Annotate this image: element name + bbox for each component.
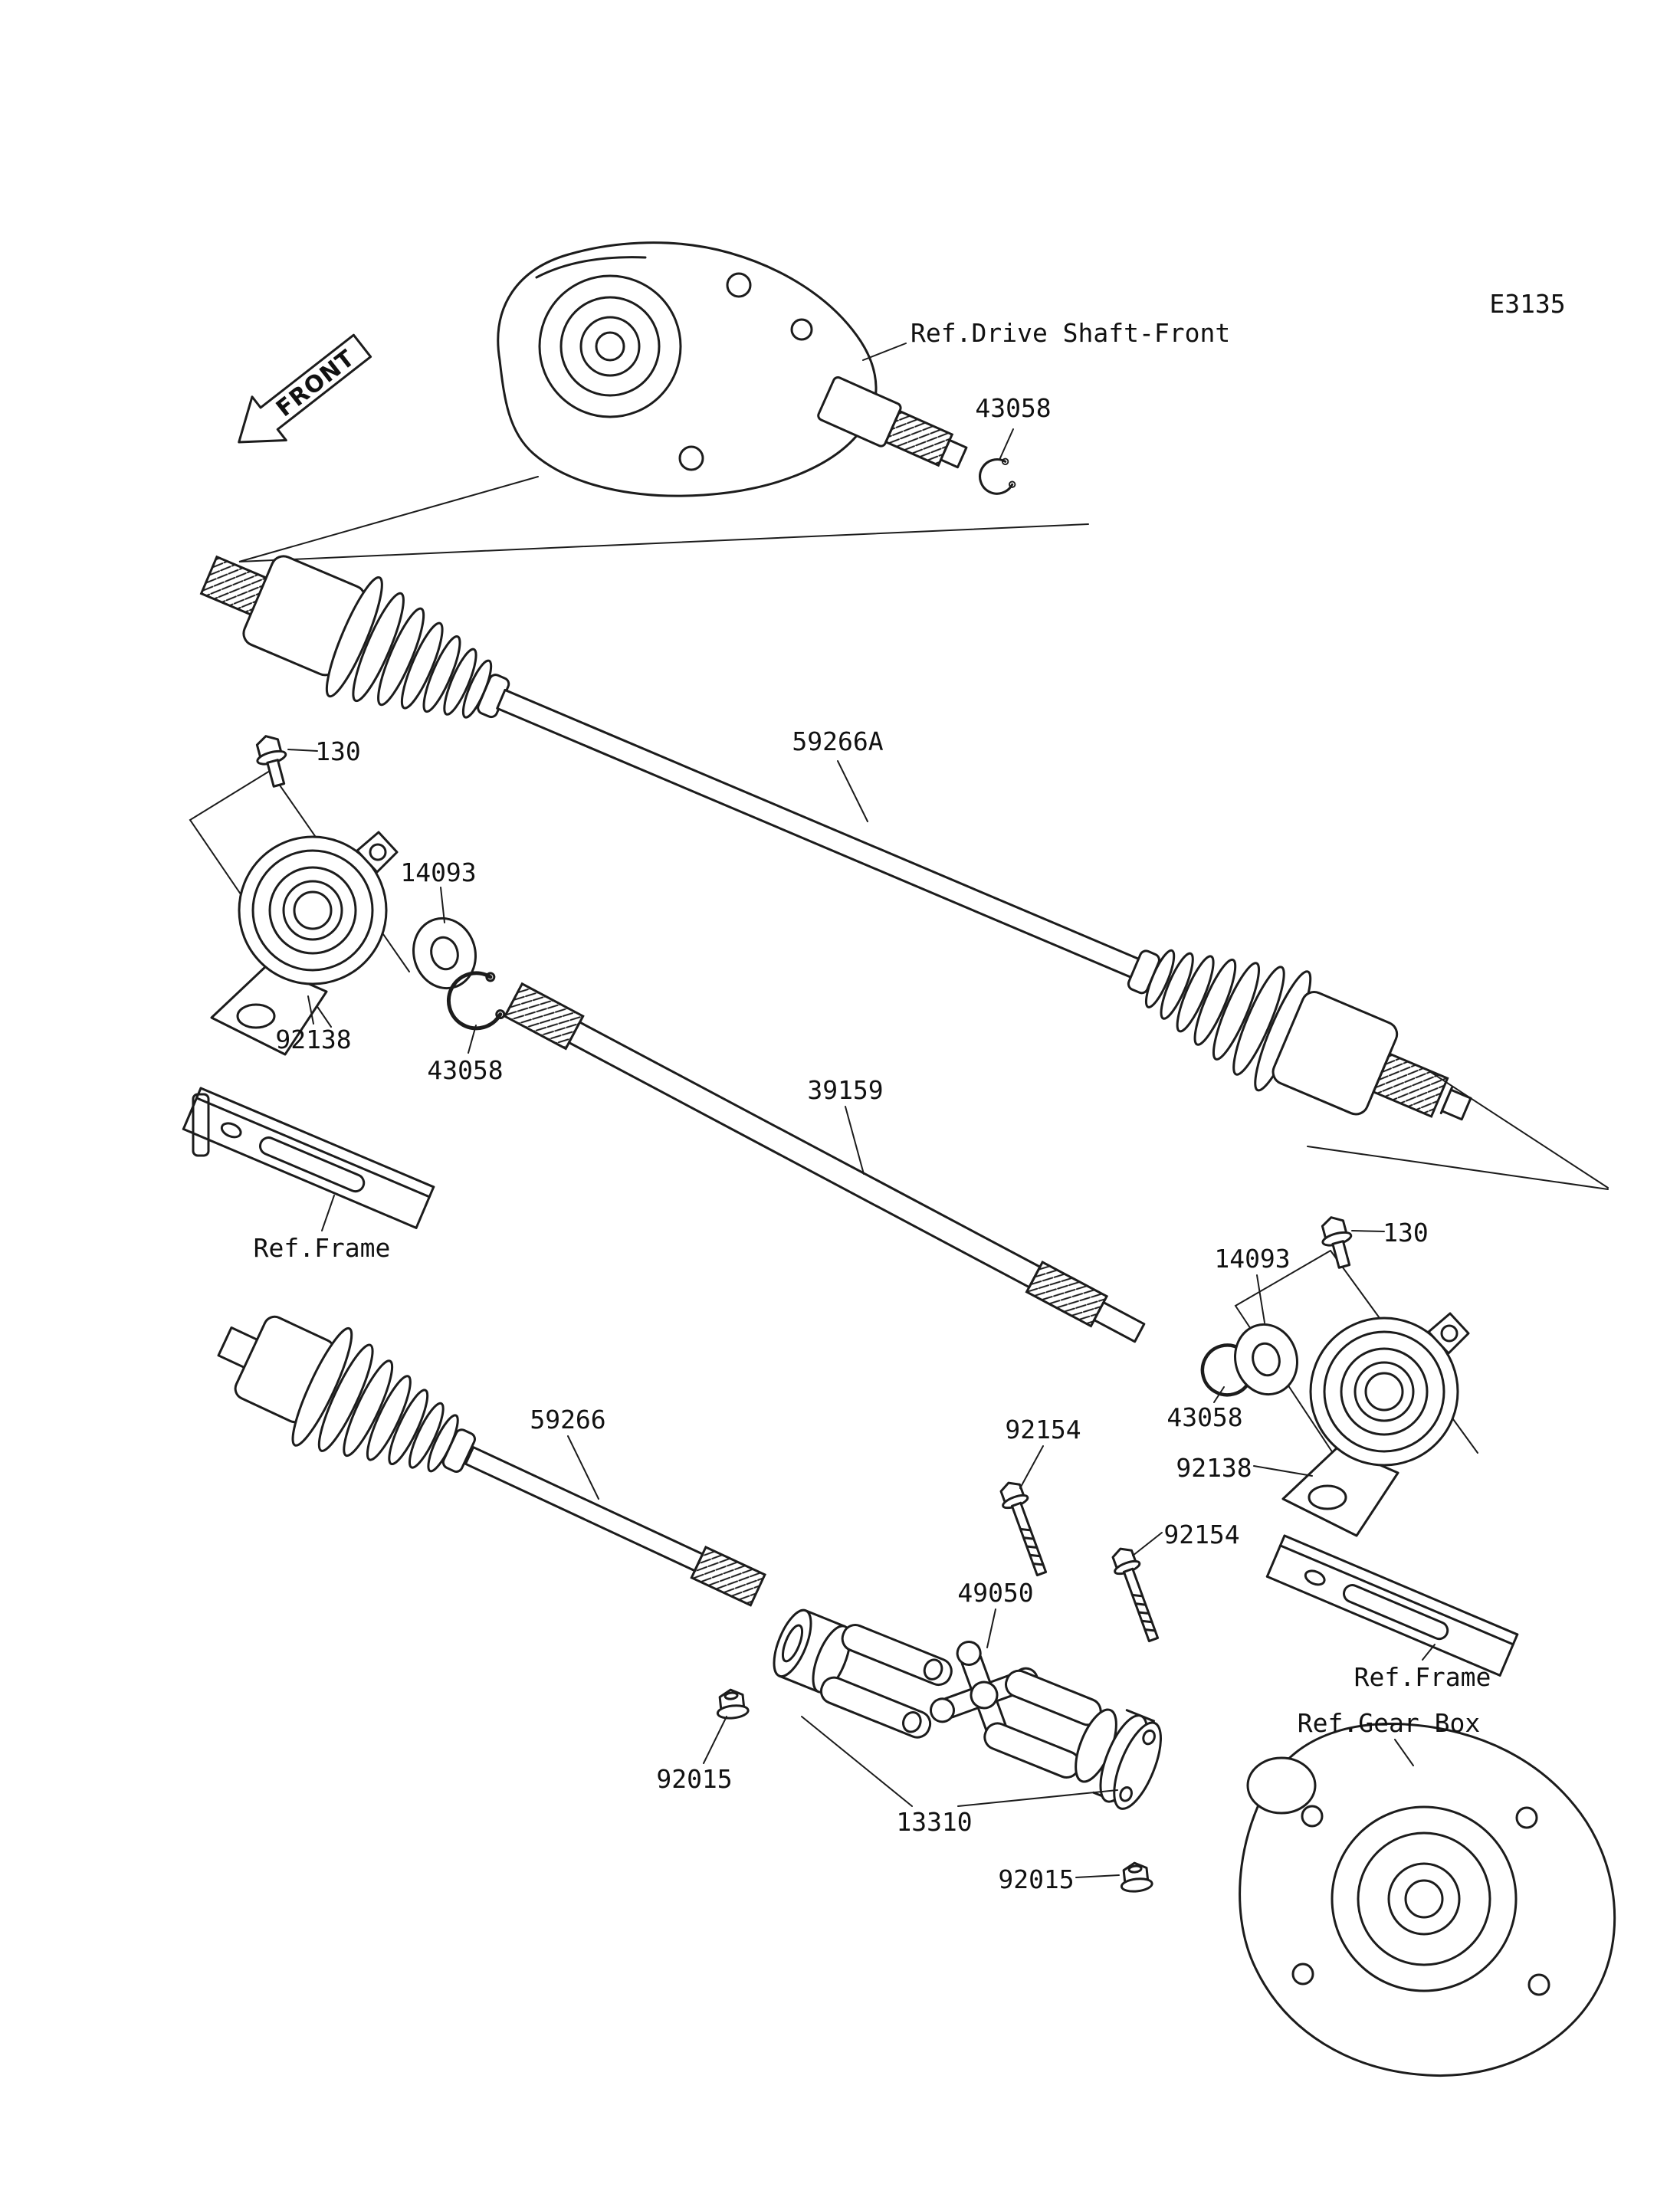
diagram-code-label: E3135 xyxy=(1489,289,1565,319)
part-label-holder-left: 92138 xyxy=(275,1025,351,1054)
bearing-holder-left-group xyxy=(210,731,506,1056)
part-label-joint-cross: 49050 xyxy=(957,1578,1033,1608)
washer-right-drawing xyxy=(1226,1316,1307,1403)
part-label-yoke-assembly: 13310 xyxy=(896,1807,972,1837)
part-label-circlip-left: 43058 xyxy=(427,1055,503,1085)
drive-shaft-rear-drawing xyxy=(217,1315,766,1607)
ref-frame-left-label: Ref.Frame xyxy=(254,1233,391,1263)
gear-box-drawing xyxy=(1239,1723,1616,2077)
part-label-washer-left: 14093 xyxy=(400,857,476,887)
front-label: FRONT xyxy=(271,345,360,422)
bolt-left-drawing xyxy=(250,731,294,790)
flange-yoke-drawing xyxy=(983,1669,1162,1810)
front-direction-marker: FRONT xyxy=(238,333,372,444)
part-labels: E3135 Ref.Drive Shaft-Front 43058 59266A… xyxy=(254,289,1566,1894)
part-label-bolt-joint-lower: 92154 xyxy=(1163,1520,1239,1549)
circlip-front-drawing xyxy=(976,456,1016,498)
part-label-shaft-center: 39159 xyxy=(807,1075,883,1105)
part-label-nut-rear: 92015 xyxy=(998,1864,1074,1894)
part-label-shaft-rear: 59266 xyxy=(530,1405,605,1435)
front-differential-drawing xyxy=(497,241,968,497)
nut-front-drawing xyxy=(714,1687,750,1721)
circlip-left-drawing xyxy=(445,970,506,1032)
joint-bolt-lower-drawing xyxy=(1107,1543,1167,1645)
part-label-circlip-front: 43058 xyxy=(975,393,1051,423)
part-label-bolt-right: 130 xyxy=(1383,1218,1429,1248)
part-label-holder-right: 92138 xyxy=(1176,1453,1252,1483)
bolt-right-drawing xyxy=(1315,1212,1360,1271)
washer-left-drawing xyxy=(404,910,485,997)
part-label-washer-right: 14093 xyxy=(1214,1244,1290,1274)
holder-right-drawing xyxy=(1281,1312,1470,1537)
part-label-bolt-left: 130 xyxy=(315,736,361,766)
leader-lines xyxy=(287,343,1436,1878)
part-label-bolt-joint-upper: 92154 xyxy=(1005,1415,1081,1444)
part-label-nut-front: 92015 xyxy=(656,1764,732,1794)
joint-bolt-upper-drawing xyxy=(995,1477,1055,1579)
front-yoke-drawing xyxy=(773,1608,953,1739)
holder-left-drawing xyxy=(210,831,399,1056)
joint-yoke-assembly-drawing xyxy=(714,1477,1167,1894)
nut-rear-drawing xyxy=(1117,1860,1154,1894)
part-label-shaft-front: 59266A xyxy=(792,726,883,756)
bearing-holder-right-group xyxy=(1199,1212,1470,1537)
frame-rail-right-drawing xyxy=(1265,1534,1519,1677)
propeller-shaft-drawing xyxy=(503,982,1146,1343)
ref-frame-right-label: Ref.Frame xyxy=(1354,1662,1491,1692)
ref-drive-shaft-front-label: Ref.Drive Shaft-Front xyxy=(911,318,1230,348)
drive-shaft-front-drawing xyxy=(199,555,1472,1121)
ref-gear-box-label: Ref.Gear Box xyxy=(1298,1708,1480,1738)
part-label-circlip-right: 43058 xyxy=(1166,1402,1242,1432)
frame-rail-left-drawing xyxy=(182,1087,435,1229)
